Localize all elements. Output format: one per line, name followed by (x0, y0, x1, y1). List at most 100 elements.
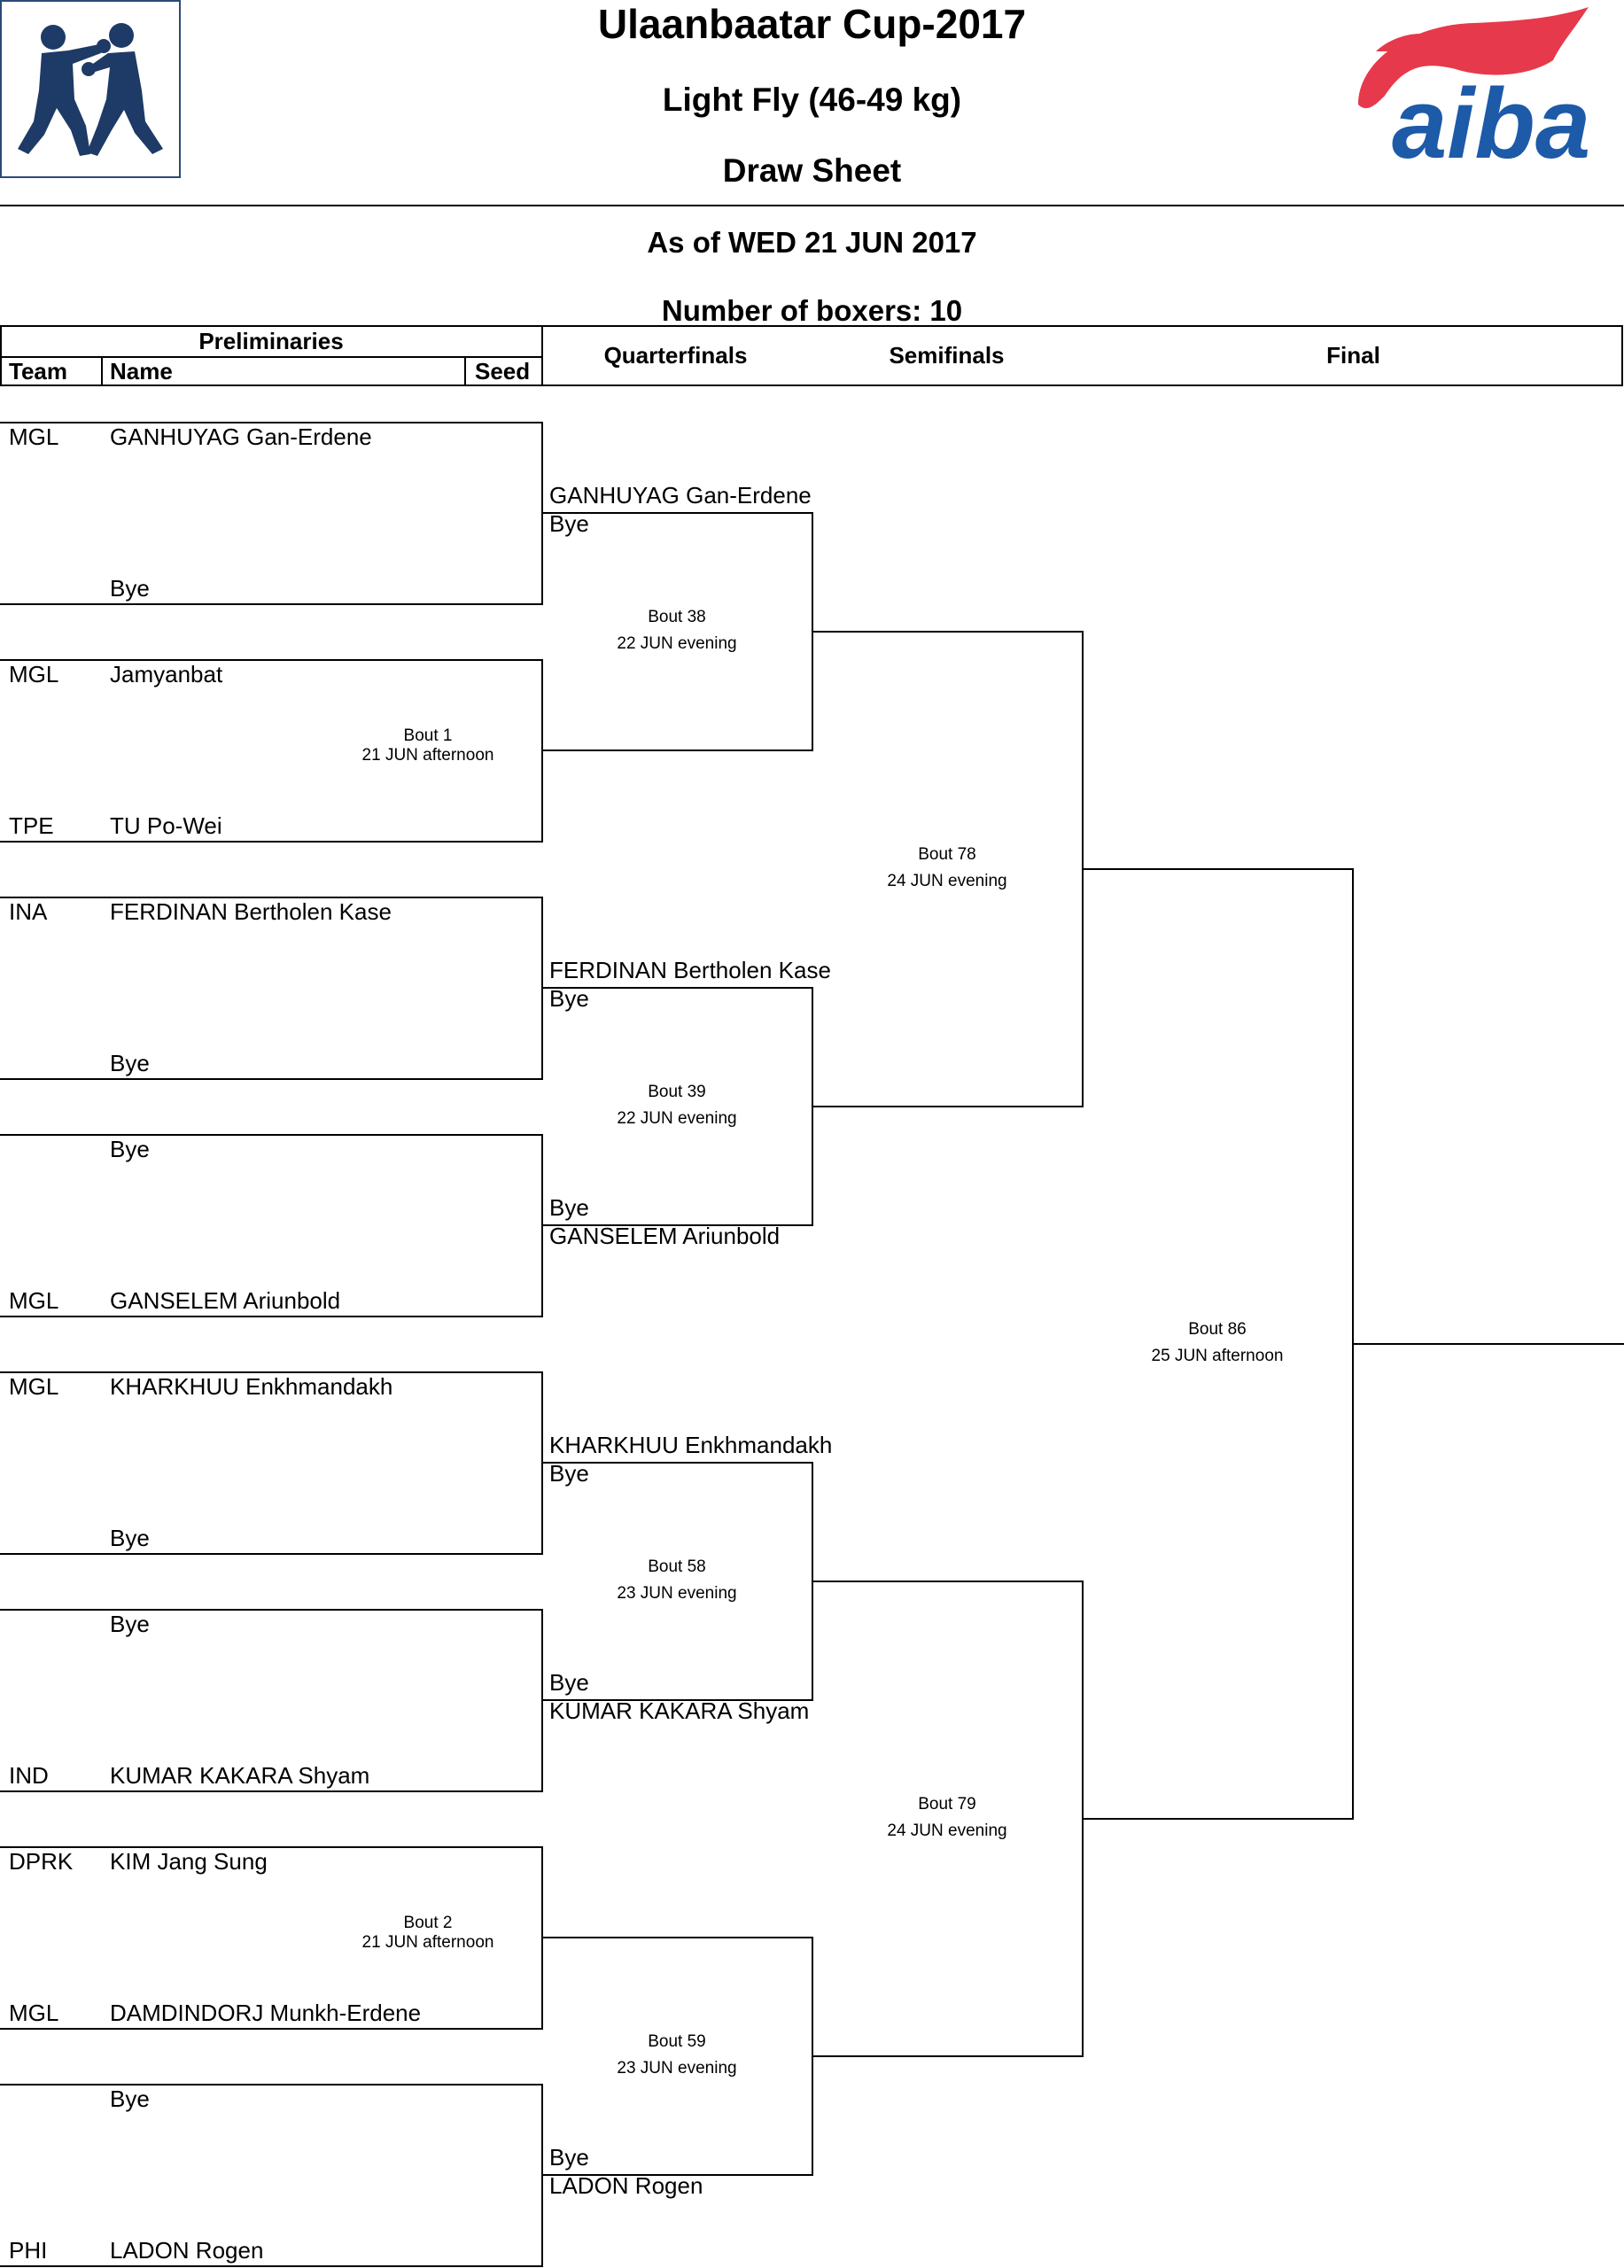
col-final: Final (1326, 342, 1380, 369)
boxer-name: Jamyanbat (110, 661, 223, 687)
prelim-bout-time: 21 JUN afternoon (361, 1933, 494, 1952)
sheet-title: Draw Sheet (722, 152, 902, 189)
prelim-line-bottom (0, 1790, 542, 1792)
quarterfinal-bout-number: Bout 59 (648, 2032, 706, 2051)
semifinal-line (812, 1581, 1083, 1582)
prelim-line-top (0, 659, 542, 661)
final-bout-time: 25 JUN afternoon (1151, 1347, 1284, 1365)
semifinal-line (812, 2055, 1083, 2057)
quarterfinal-entry-bottom: Bye (549, 1460, 589, 1487)
semifinal-line (812, 631, 1083, 633)
boxer-team: DPRK (9, 1848, 74, 1875)
quarterfinal-entry-top: FERDINAN Bertholen Kase (549, 957, 831, 983)
quarterfinal-entry-top: KHARKHUU Enkhmandakh (549, 1432, 833, 1458)
prelim-line-bottom (0, 1553, 542, 1555)
final-line (1082, 868, 1354, 870)
quarterfinal-line (541, 750, 812, 751)
quarterfinal-bout-time: 22 JUN evening (617, 634, 737, 653)
prelim-line-bottom (0, 2028, 542, 2030)
prelim-bout-time: 21 JUN afternoon (361, 746, 494, 765)
prelim-line-bottom (0, 1316, 542, 1317)
final-line (1082, 1818, 1354, 1820)
aiba-logo: aiba (1349, 7, 1624, 179)
aiba-logo-icon: aiba (1358, 7, 1590, 179)
prelim-bout-number: Bout 1 (403, 726, 453, 745)
event-title: Ulaanbaatar Cup-2017 (597, 1, 1027, 47)
boxer-name: LADON Rogen (110, 2237, 264, 2264)
boxer-name: KUMAR KAKARA Shyam (110, 1762, 370, 1789)
boxer-team: MGL (9, 1373, 59, 1400)
column-header-box (0, 325, 1623, 386)
boxers-icon (18, 23, 163, 156)
quarterfinal-entry-bottom: Bye (549, 510, 589, 537)
quarterfinal-entry-top: Bye (549, 1669, 589, 1696)
as-of-date: As of WED 21 JUN 2017 (647, 226, 977, 259)
boxer-team: TPE (9, 812, 54, 839)
quarterfinal-entry-top: GANHUYAG Gan-Erdene (549, 482, 812, 509)
semifinal-bout-time: 24 JUN evening (887, 872, 1007, 890)
weight-class: Light Fly (46-49 kg) (662, 82, 962, 118)
col-preliminaries: Preliminaries (198, 328, 344, 354)
boxer-name: Bye (110, 1525, 150, 1551)
winner-line (1352, 1343, 1624, 1345)
boxer-team: INA (9, 898, 48, 925)
quarterfinal-entry-bottom: LADON Rogen (549, 2172, 703, 2199)
boxer-name: GANHUYAG Gan-Erdene (110, 423, 372, 450)
quarterfinal-line (541, 1224, 812, 1226)
col-name: Name (110, 358, 173, 384)
boxer-team: MGL (9, 1287, 59, 1314)
quarterfinal-bout-time: 23 JUN evening (617, 1584, 737, 1603)
boxer-name: Bye (110, 1050, 150, 1076)
boxer-team: MGL (9, 2000, 59, 2026)
prelim-line-bottom (0, 1078, 542, 1080)
quarterfinal-line (541, 1462, 812, 1464)
semifinal-bout-number: Bout 78 (918, 845, 976, 864)
boxer-name: DAMDINDORJ Munkh-Erdene (110, 2000, 422, 2026)
boxer-team: MGL (9, 661, 59, 687)
prelim-line-bottom (0, 841, 542, 843)
header-prelim-divider (541, 325, 543, 386)
title-divider (0, 205, 1624, 206)
col-seed: Seed (475, 358, 531, 384)
quarterfinal-line (541, 512, 812, 514)
col-quarterfinals: Quarterfinals (603, 342, 748, 369)
quarterfinal-bout-number: Bout 38 (648, 608, 706, 626)
quarterfinal-bout-number: Bout 58 (648, 1557, 706, 1576)
col-semifinals: Semifinals (889, 342, 1005, 369)
prelim-line-top (0, 1609, 542, 1611)
prelim-line-bottom (0, 2265, 542, 2267)
boxer-team: MGL (9, 423, 59, 450)
prelim-line-top (0, 897, 542, 898)
prelim-line-bottom (0, 603, 542, 605)
quarterfinal-line (541, 2174, 812, 2176)
boxer-name: Bye (110, 1136, 150, 1162)
quarterfinal-bout-number: Bout 39 (648, 1083, 706, 1101)
boxer-team: PHI (9, 2237, 48, 2264)
prelim-line-top (0, 422, 542, 423)
aiba-logo-text: aiba (1392, 68, 1590, 171)
boxer-name: KHARKHUU Enkhmandakh (110, 1373, 393, 1400)
boxer-name: Bye (110, 1611, 150, 1637)
boxer-name: TU Po-Wei (110, 812, 222, 839)
header-seed-divider (464, 356, 466, 386)
boxer-name: GANSELEM Ariunbold (110, 1287, 341, 1314)
final-bout-number: Bout 86 (1188, 1320, 1247, 1339)
quarterfinal-entry-bottom: KUMAR KAKARA Shyam (549, 1697, 810, 1724)
semifinal-line (812, 1106, 1083, 1107)
quarterfinal-line (541, 987, 812, 989)
prelim-bout-number: Bout 2 (403, 1914, 453, 1932)
semifinal-bout-time: 24 JUN evening (887, 1821, 1007, 1840)
boxers-logo (0, 0, 181, 178)
boxer-name: KIM Jang Sung (110, 1848, 268, 1875)
boxer-name: Bye (110, 575, 150, 602)
boxers-count: Number of boxers: 10 (661, 294, 963, 327)
semifinal-bout-number: Bout 79 (918, 1795, 976, 1814)
quarterfinal-entry-top: Bye (549, 2144, 589, 2171)
prelim-line-top (0, 2084, 542, 2085)
quarterfinal-entry-bottom: GANSELEM Ariunbold (549, 1223, 781, 1249)
quarterfinal-entry-top: Bye (549, 1194, 589, 1221)
quarterfinal-bout-time: 23 JUN evening (617, 2059, 737, 2078)
header-team-divider (101, 356, 103, 386)
prelim-line-top (0, 1134, 542, 1136)
quarterfinal-bout-time: 22 JUN evening (617, 1109, 737, 1128)
